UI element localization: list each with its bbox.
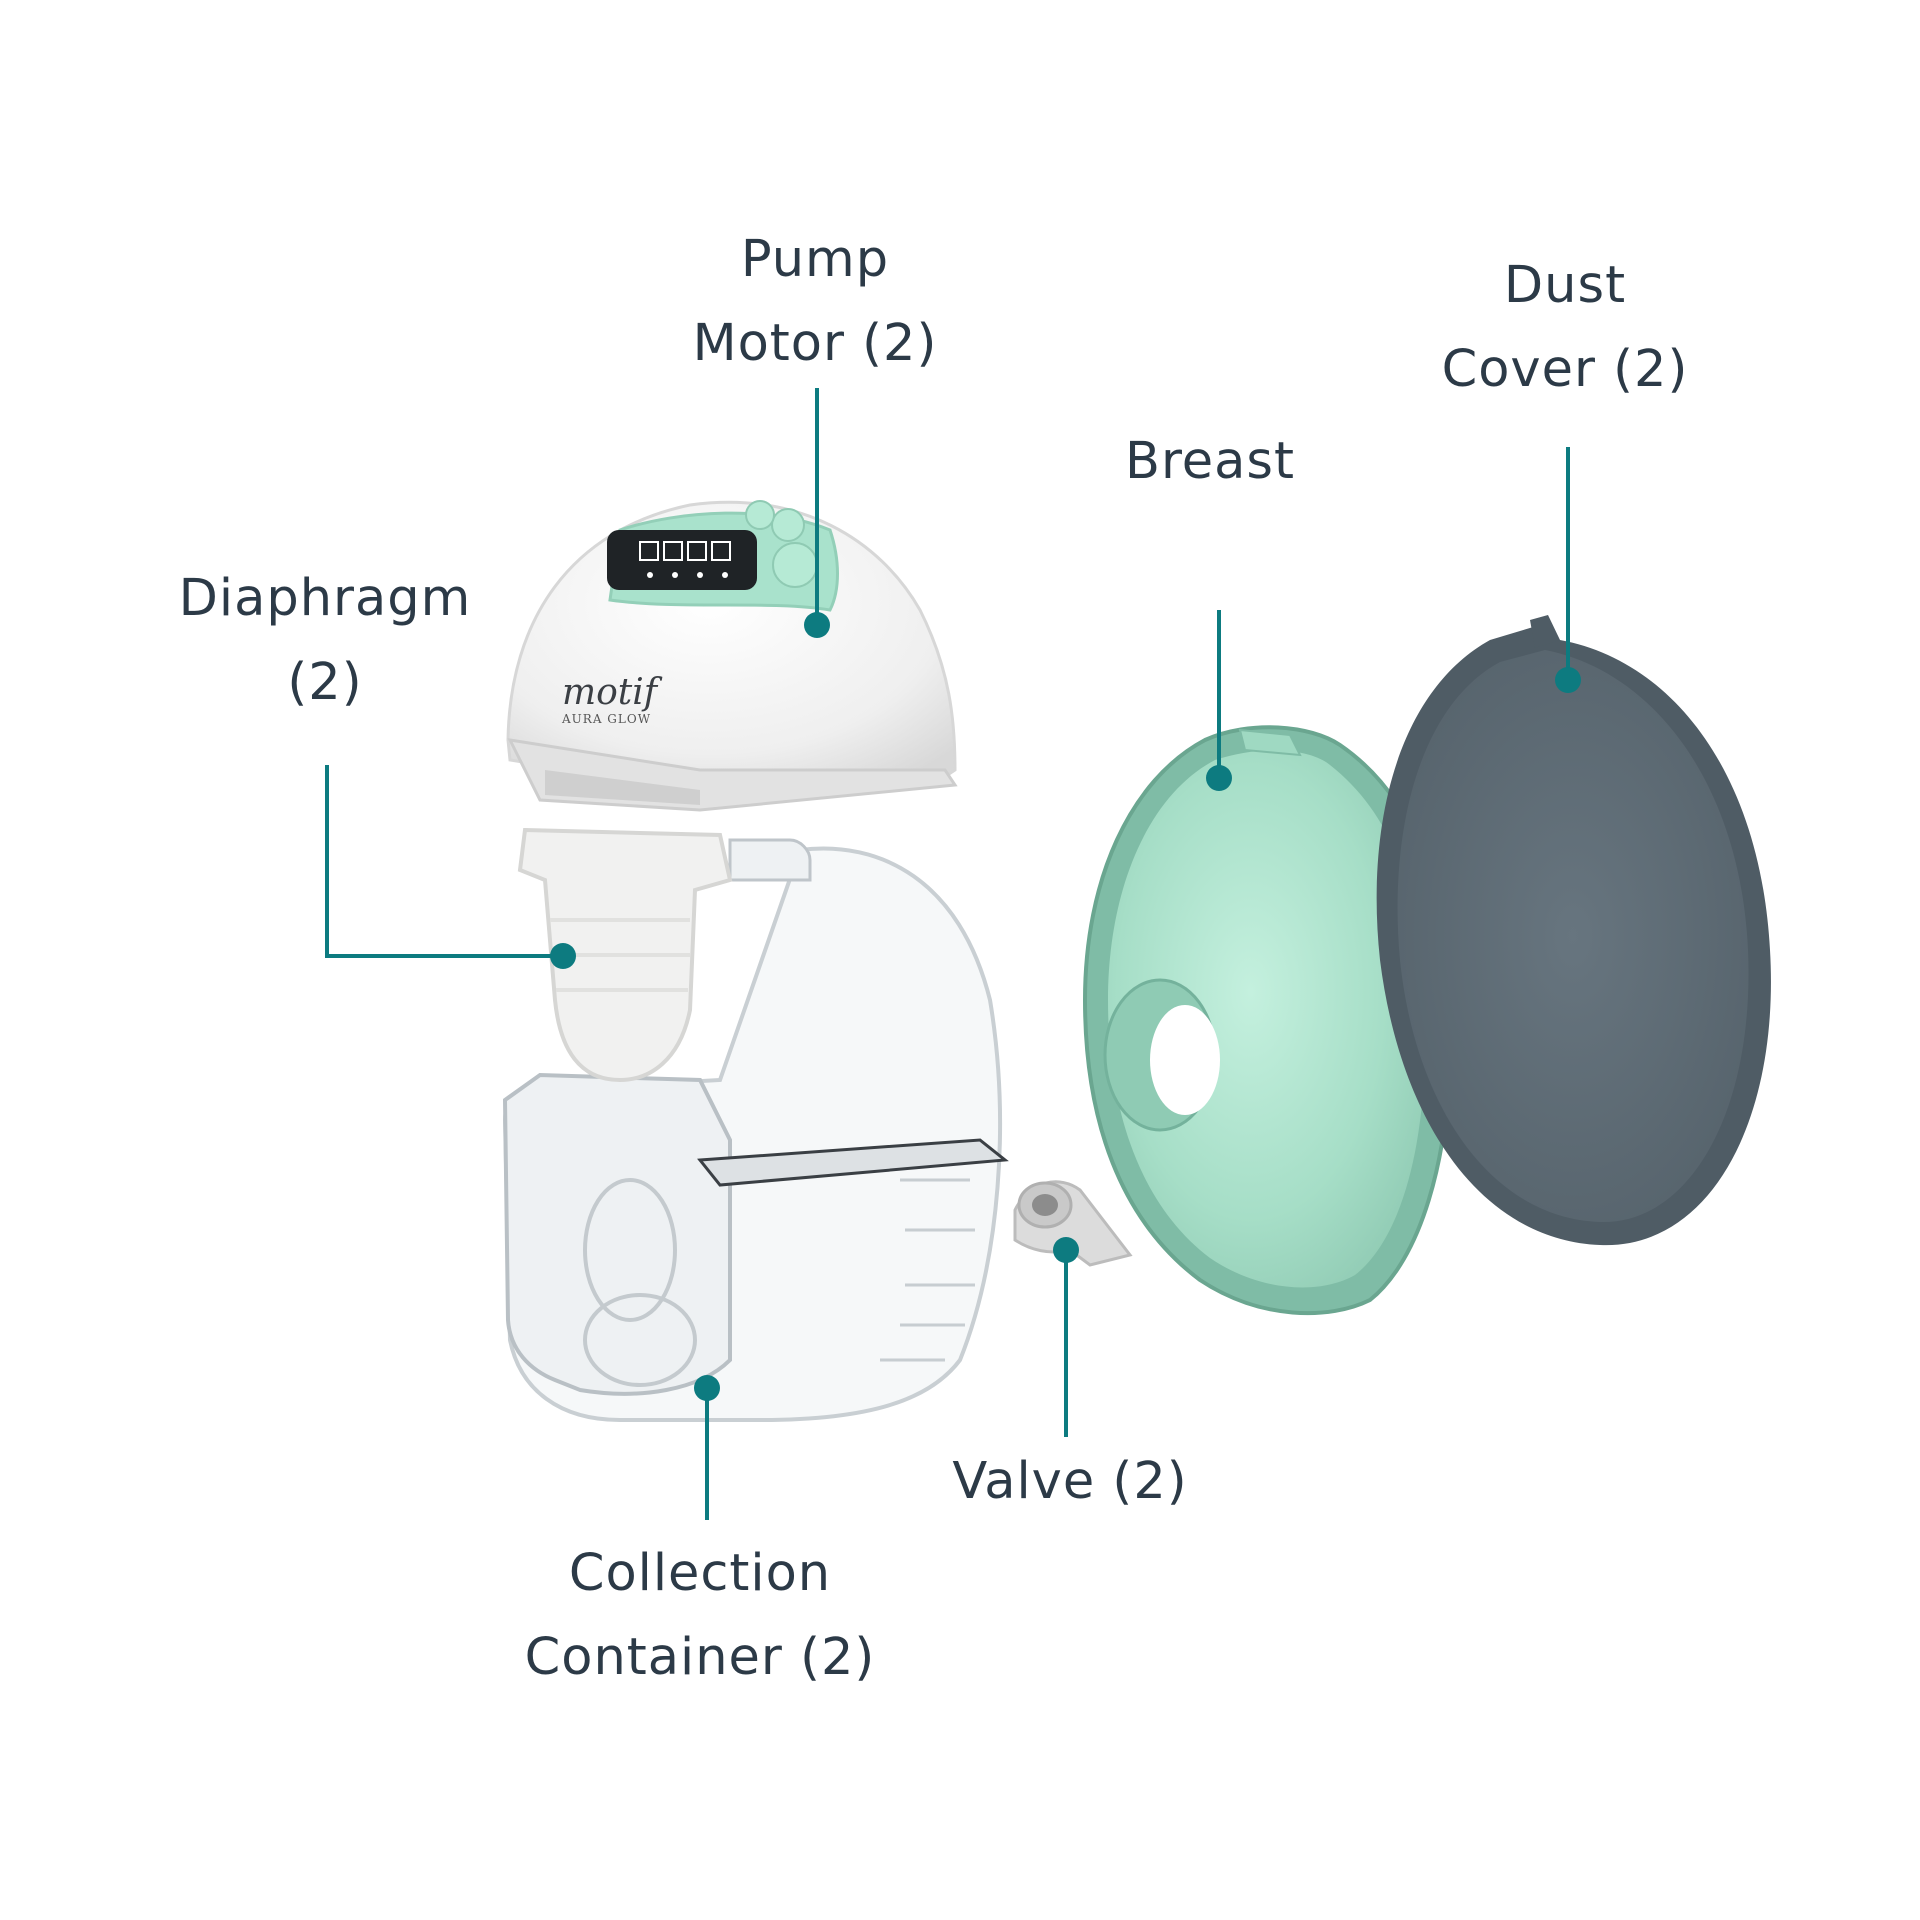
valve-illustration bbox=[1013, 1180, 1133, 1267]
dot-dust-cover bbox=[1555, 667, 1581, 693]
container-handle bbox=[728, 838, 812, 882]
label-collection-container: Collection Container (2) bbox=[500, 1532, 900, 1700]
dot-valve bbox=[1053, 1237, 1079, 1263]
container-fill-line bbox=[697, 1138, 1009, 1187]
dot-diaphragm bbox=[550, 943, 576, 969]
label-collection-container-line2: Container (2) bbox=[524, 1628, 876, 1687]
label-dust-cover-line1: Dust bbox=[1503, 256, 1627, 315]
dot-breast bbox=[1206, 765, 1232, 791]
brand-model: AURA GLOW bbox=[562, 712, 652, 726]
label-breast: Breast bbox=[1080, 420, 1340, 504]
leader-dots bbox=[550, 612, 1581, 1401]
brand-logo: motif bbox=[562, 672, 658, 713]
label-diaphragm-line1: Diaphragm bbox=[178, 569, 472, 628]
label-diaphragm: Diaphragm (2) bbox=[140, 557, 510, 725]
label-collection-container-line1: Collection bbox=[568, 1544, 832, 1603]
dot-collection-container bbox=[694, 1375, 720, 1401]
funnel-hole bbox=[1150, 1005, 1220, 1115]
leader-lines bbox=[325, 388, 1570, 1520]
label-diaphragm-line2: (2) bbox=[287, 653, 363, 712]
dust-cover-illustration bbox=[1376, 615, 1771, 1246]
motor-slot bbox=[545, 770, 700, 805]
label-valve-line1: Valve (2) bbox=[952, 1452, 1188, 1511]
diaphragm-illustration bbox=[517, 827, 733, 1083]
container-inner-box bbox=[502, 1072, 732, 1396]
dot-pump-motor bbox=[804, 612, 830, 638]
label-pump-motor: Pump Motor (2) bbox=[660, 218, 970, 386]
label-dust-cover-line2: Cover (2) bbox=[1441, 340, 1689, 399]
label-breast-line1: Breast bbox=[1124, 432, 1296, 491]
label-dust-cover: Dust Cover (2) bbox=[1410, 244, 1720, 412]
leader-diaphragm bbox=[325, 765, 563, 958]
label-pump-motor-line1: Pump bbox=[740, 230, 890, 289]
label-valve: Valve (2) bbox=[920, 1440, 1220, 1524]
breast-shield-illustration bbox=[1082, 725, 1453, 1316]
label-pump-motor-line2: Motor (2) bbox=[692, 314, 938, 373]
collection-container-illustration bbox=[502, 838, 1009, 1422]
pump-motor-illustration bbox=[506, 500, 958, 812]
